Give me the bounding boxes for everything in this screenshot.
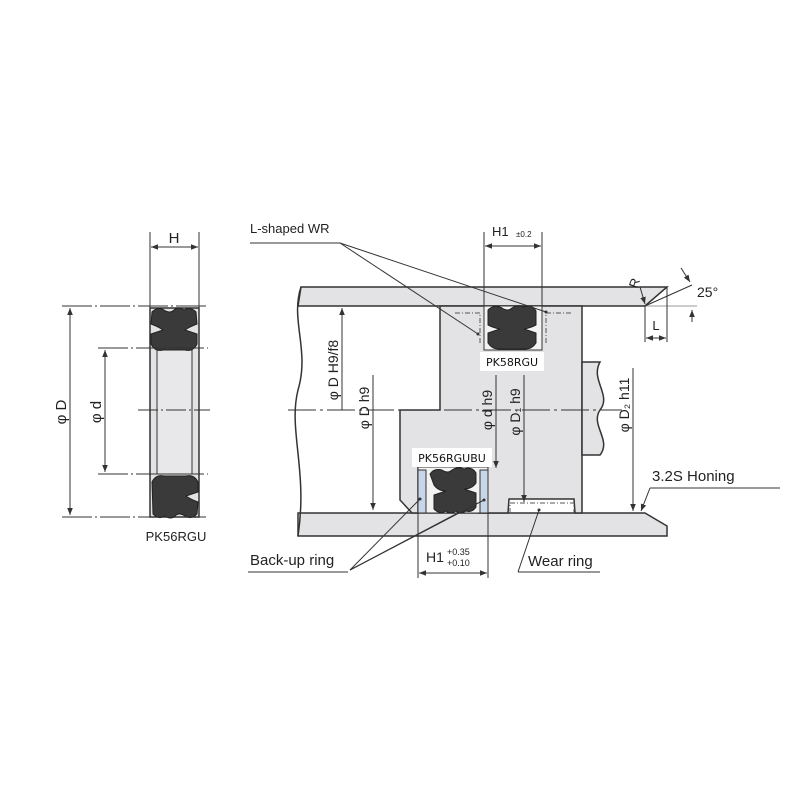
dim-h1-bottom-tol-lower: +0.10 [447,558,470,568]
dim-chamfer-length-label: L [652,318,659,333]
wear-ring-groove [509,502,575,513]
upper-seal-part-label: PK58RGU [486,356,538,369]
dim-d2-label: φ D₂ h11 [616,377,632,432]
back-up-ring-right [479,469,489,514]
dim-h1-top-label: H1 [492,224,509,239]
piston-rod [581,361,605,456]
dim-h1-top-tolerance: ±0.2 [516,230,532,239]
dim-d1-label: φ D₁ h9 [507,388,523,435]
callout-wear-ring: Wear ring [528,553,593,570]
dim-h1-bottom-label: H1 [426,549,444,565]
lower-seal-part-label: PK56RGUBU [418,452,486,465]
dim-groove-d-label: φ d h9 [479,390,495,430]
upper-seal-profile [487,305,537,350]
seal-inner-face [156,349,193,475]
dim-h1-bottom-tol-upper: +0.35 [447,547,470,557]
callout-l-shaped-wr: L-shaped WR [250,221,329,236]
dim-chamfer-angle-label: 25° [697,284,718,300]
dim-h-label: H [169,230,180,247]
back-up-ring-left [417,469,427,514]
section-view: PK58RGU PK56RGUBU H1 ±0.2 L-shaped WR φ … [248,221,780,578]
callout-honing: 3.2S Honing [652,468,735,485]
dim-outer-diameter-label: φ D [53,399,70,424]
dim-inner-diameter-label: φ d [88,401,105,423]
seal-profile-top [150,307,198,351]
dim-bore-label: φ D H9/f8 [325,340,341,401]
left-part-label: PK56RGU [146,529,207,544]
callout-back-up-ring: Back-up ring [250,552,334,569]
cylinder-wall-bottom [297,512,668,537]
cylinder-wall-top [297,286,670,307]
left-seal-view: H φ D φ d PK56RGU [53,230,210,544]
lower-seal-profile [429,467,477,514]
dim-piston-d-label: φ D h9 [356,387,372,430]
